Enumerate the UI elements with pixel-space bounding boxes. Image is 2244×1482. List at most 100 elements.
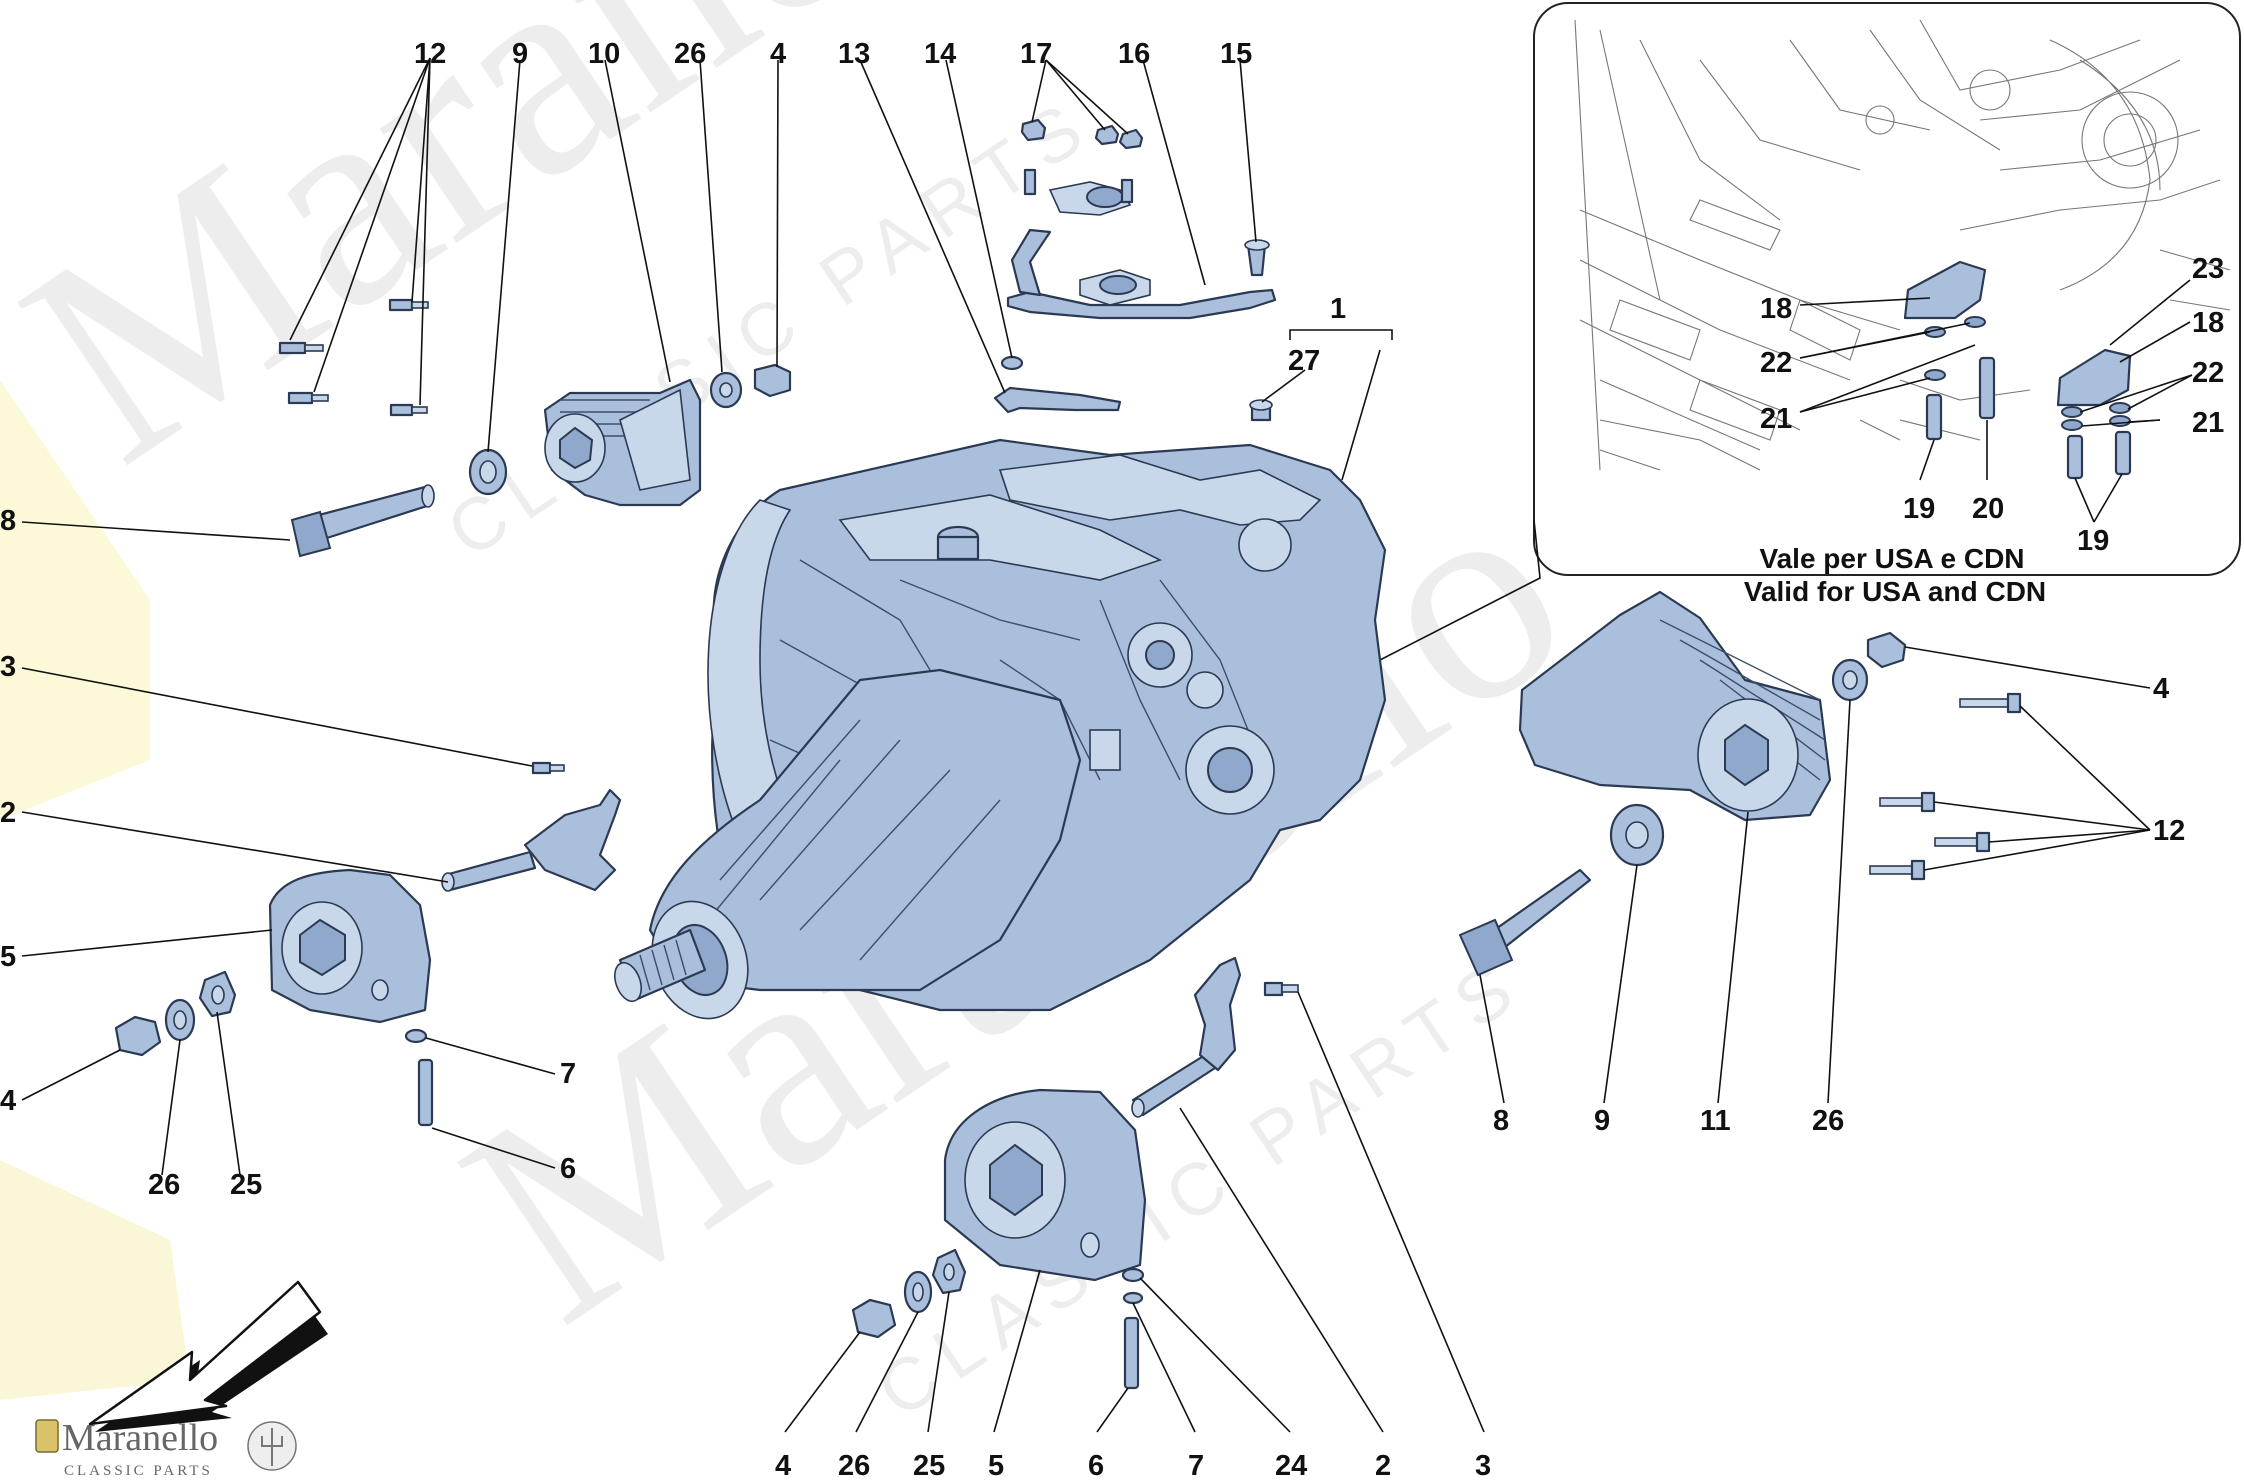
callout-4-right: 4	[2153, 673, 2169, 705]
bolt-27-head	[1249, 399, 1273, 411]
side-port-1-core	[1145, 640, 1175, 670]
inset-bolt-19b	[2066, 434, 2084, 480]
inset-label-18a: 18	[1760, 293, 1792, 325]
nut-17c	[1118, 128, 1144, 150]
callout-27: 27	[1288, 345, 1320, 377]
tail-housing	[648, 668, 1082, 992]
bolt-3-left-shank	[549, 764, 565, 772]
callout-6-bottom: 6	[1088, 1450, 1104, 1482]
side-port-4	[1186, 671, 1224, 709]
callout-26-left: 26	[148, 1169, 180, 1201]
callout-9-top: 9	[512, 38, 528, 70]
bolt-3-bottom	[1263, 981, 1284, 997]
inset-caption-it: Vale per USA e CDN	[1759, 543, 2024, 574]
callout-11-right: 11	[1700, 1105, 1731, 1137]
callout-labels: 12 9 10 26 4 13 14 17 16 15 1 27 8 3 2 5…	[0, 38, 2185, 1482]
callout-26-top: 26	[674, 38, 706, 70]
inset-washer-22d	[2109, 402, 2131, 414]
callout-12-top: 12	[414, 38, 446, 70]
washer-26-right-hole	[1842, 670, 1858, 690]
inset-label-23: 23	[2192, 253, 2224, 285]
inset-label-18b: 18	[2192, 307, 2224, 339]
callout-4-top: 4	[770, 38, 786, 70]
inset-washer-21a	[1924, 369, 1946, 381]
nut-4-right	[1866, 631, 1907, 669]
callout-3-left: 3	[0, 651, 16, 683]
mount-5-bottom	[943, 1088, 1147, 1282]
inset-line-art	[1574, 19, 2231, 471]
bolt-6-bottom	[1123, 1316, 1140, 1390]
washer-14	[1000, 355, 1024, 371]
engine-mount-11	[1518, 590, 1832, 822]
through-bolt-8-right	[1458, 868, 1592, 977]
inset-pointer-leader	[1379, 519, 1541, 661]
inset-caption-en: Valid for USA and CDN	[1744, 576, 2046, 607]
inset-washer-21c	[2109, 415, 2131, 427]
brand-trident-icon	[261, 1428, 283, 1466]
inset-bolt-19a	[1925, 393, 1943, 441]
bolt-12b	[388, 298, 414, 312]
bolt-12a	[278, 341, 307, 355]
washer-9-right-hole	[1625, 821, 1649, 849]
inset-label-19b: 19	[2077, 525, 2109, 557]
callout-26-bottom: 26	[838, 1450, 870, 1482]
callout-25-left: 25	[230, 1169, 262, 1201]
bolt-15-head	[1244, 239, 1270, 251]
callout-1: 1	[1330, 293, 1346, 325]
callout-26-right: 26	[1812, 1105, 1844, 1137]
case-plate	[1089, 729, 1121, 771]
washer-25-left-hole	[211, 985, 225, 1005]
inset-washer-22b	[1964, 316, 1986, 328]
inset-bolt-19c	[2114, 430, 2132, 476]
through-bolt-8-left	[290, 484, 435, 558]
nut-4-left	[114, 1015, 162, 1057]
bolt-3-bottom-shank	[1281, 984, 1299, 993]
bolt-6-left	[417, 1058, 434, 1127]
mount-bracket-2-left	[441, 788, 622, 892]
output-shaft-splines	[639, 939, 687, 991]
linkage-bracket-16	[1006, 168, 1277, 320]
corner-tint-left	[0, 380, 150, 820]
bolt-3-left	[531, 761, 552, 775]
callout-10-top: 10	[588, 38, 620, 70]
callout-14-top: 14	[924, 38, 956, 70]
nut-4-top	[753, 363, 792, 398]
callout-6-left: 6	[560, 1153, 576, 1185]
inset-stud-20	[1978, 356, 1996, 420]
top-cover-front	[998, 454, 1322, 526]
bolt-12c	[287, 391, 314, 405]
front-direction-arrow	[88, 1280, 328, 1432]
top-cover-rear	[838, 494, 1163, 581]
mount-5-left	[268, 868, 432, 1024]
inset-label-21b: 21	[2192, 407, 2224, 439]
washer-9-left-hole	[479, 460, 497, 484]
callout-13-top: 13	[838, 38, 870, 70]
washer-7-left	[404, 1028, 428, 1044]
callout-17-top: 17	[1020, 38, 1052, 70]
callout-16-top: 16	[1118, 38, 1150, 70]
nut-17b	[1094, 124, 1120, 146]
inset-bracket-18-lower	[2056, 348, 2132, 407]
callout-25-bottom: 25	[913, 1450, 945, 1482]
callout-2-left: 2	[0, 797, 16, 829]
inset-label-22b: 22	[2192, 357, 2224, 389]
inset-washer-22c	[2061, 406, 2083, 418]
nut-17a	[1020, 118, 1047, 142]
brand-name: Maranello	[62, 1417, 218, 1459]
lever-13	[993, 386, 1122, 414]
inset-leaders	[1799, 279, 2193, 523]
callout-7-left: 7	[560, 1058, 576, 1090]
inset-frame	[1533, 2, 2241, 576]
callout-12-right: 12	[2153, 815, 2185, 847]
callout-9-right: 9	[1594, 1105, 1610, 1137]
bolt-12d	[389, 403, 414, 417]
breather-body	[936, 535, 980, 561]
gearbox-housing	[614, 438, 1387, 1020]
inset-bracket-18-upper	[1903, 260, 1987, 320]
callout-5-bottom: 5	[988, 1450, 1004, 1482]
inset-label-22a: 22	[1760, 347, 1792, 379]
callout-3-bottom: 3	[1475, 1450, 1491, 1482]
brand-tagline: CLASSIC PARTS	[64, 1463, 213, 1479]
callout-4-bottom: 4	[775, 1450, 791, 1482]
